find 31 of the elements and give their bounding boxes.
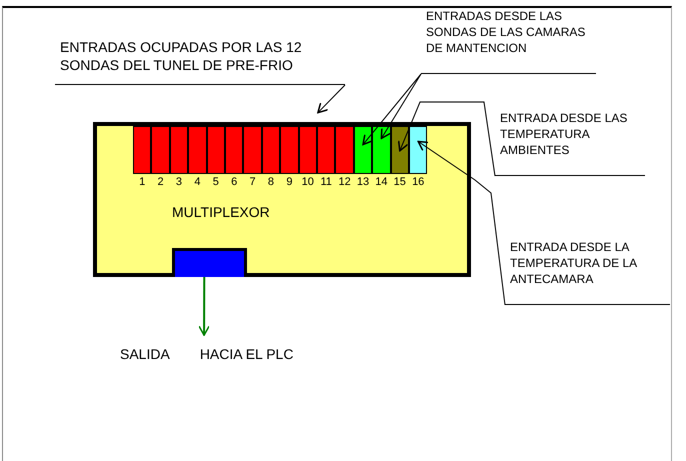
slot-number: 8 bbox=[268, 176, 274, 188]
slot-number: 14 bbox=[375, 176, 388, 188]
callout-text: ENTRADA DESDE LAS TEMPERATURA AMBIENTES bbox=[500, 110, 628, 158]
slot-number: 1 bbox=[139, 176, 146, 188]
callout-text: ENTRADAS DESDE LAS SONDAS DE LAS CAMARAS DE MANTENCION bbox=[426, 8, 586, 56]
slot-number: 7 bbox=[250, 176, 256, 188]
leader-line bbox=[417, 140, 506, 306]
output-port bbox=[172, 248, 247, 277]
slot-number: 2 bbox=[158, 176, 164, 188]
slot-number: 16 bbox=[412, 176, 424, 188]
slot-number: 10 bbox=[302, 176, 314, 188]
slot-number: 3 bbox=[176, 176, 182, 188]
output-label: HACIA EL PLC bbox=[200, 346, 294, 362]
callout-text: ENTRADA DESDE LA TEMPERATURA DE LA ANTECAMARA bbox=[510, 239, 638, 287]
leader-line bbox=[317, 84, 346, 114]
output-label: SALIDA bbox=[120, 346, 170, 362]
slot-number: 4 bbox=[194, 176, 200, 188]
slot-number: 5 bbox=[212, 176, 219, 188]
leader-line bbox=[380, 74, 422, 140]
output-arrow bbox=[198, 277, 210, 336]
slot-number: 6 bbox=[231, 176, 238, 188]
slot-number: 11 bbox=[320, 176, 332, 188]
slot-number: 13 bbox=[356, 176, 370, 188]
multiplexor-label: MULTIPLEXOR bbox=[172, 204, 270, 220]
multiplexor-box bbox=[93, 122, 471, 277]
slot-number: 15 bbox=[394, 176, 406, 188]
slot-number: 9 bbox=[286, 176, 292, 188]
callout-text: ENTRADAS OCUPADAS POR LAS 12 SONDAS DEL TUNEL DE PRE-FRIO bbox=[60, 38, 303, 74]
slot-number: 12 bbox=[338, 176, 351, 188]
leader-line bbox=[398, 102, 496, 176]
leader-line bbox=[362, 74, 422, 146]
